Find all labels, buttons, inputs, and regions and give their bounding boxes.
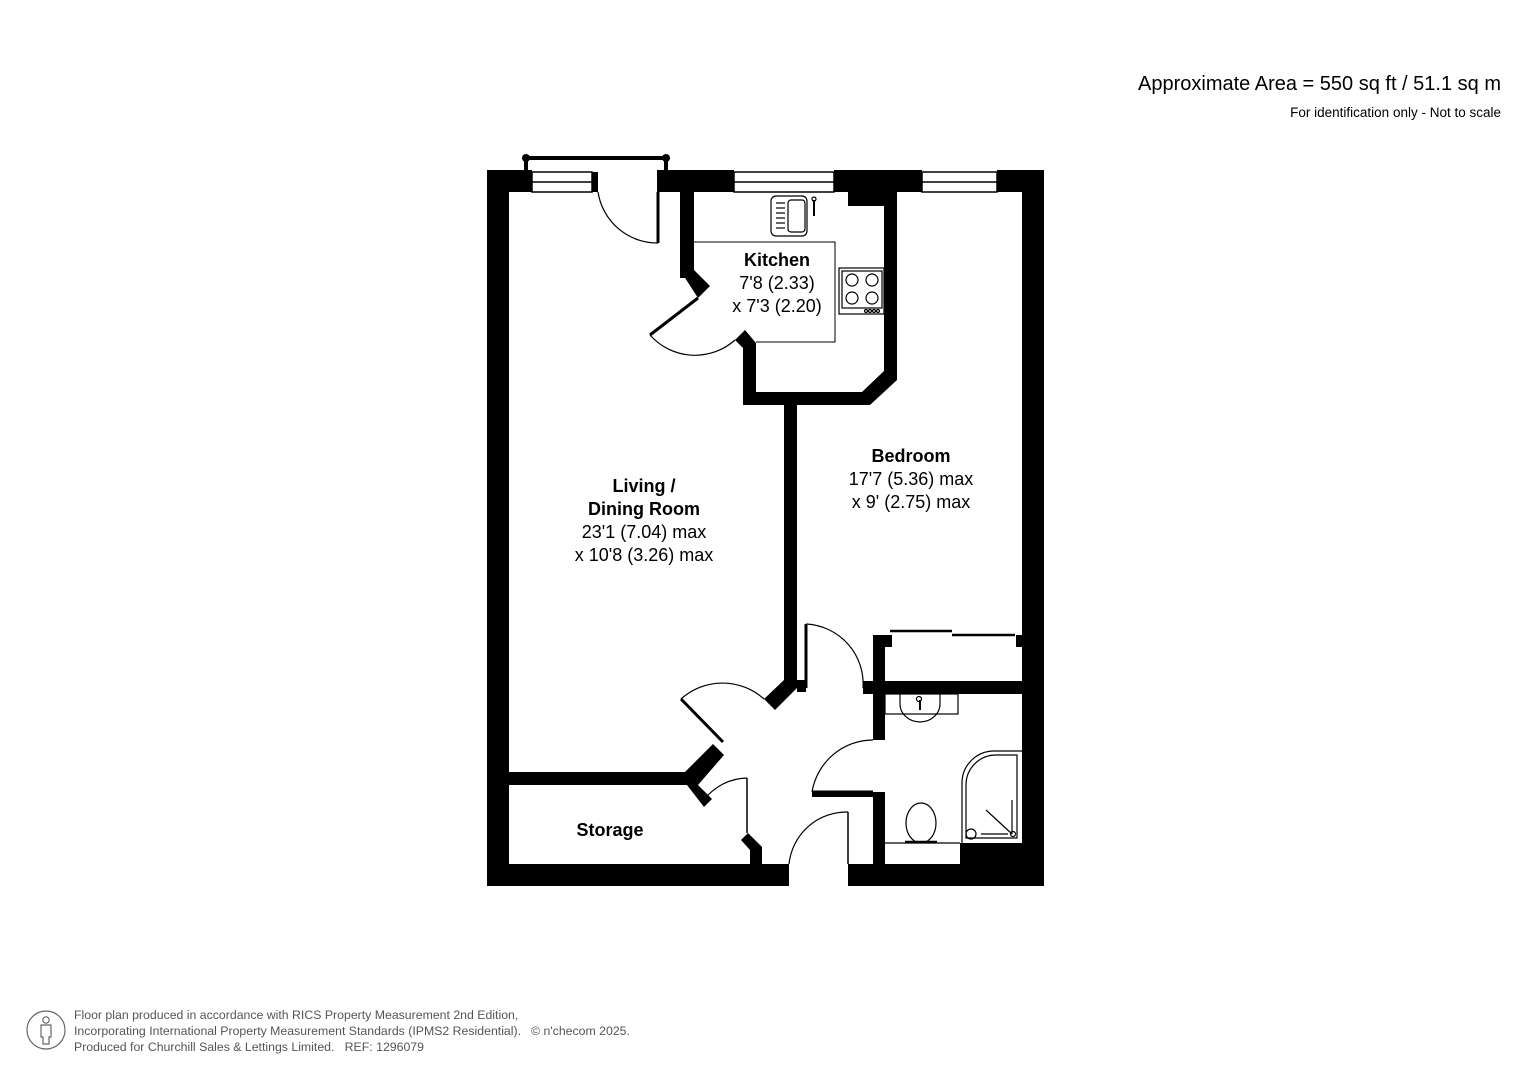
balcony-rail: [522, 154, 670, 192]
wash-basin-icon: [884, 693, 959, 723]
footer-line-1: Floor plan produced in accordance with R…: [74, 1008, 519, 1022]
room-label-storage: Storage: [576, 819, 643, 842]
footer-notes: Floor plan produced in accordance with R…: [74, 1007, 630, 1055]
room-label-living-dining: Living / Dining Room 23'1 (7.04) max x 1…: [575, 475, 714, 567]
windows: [531, 171, 998, 193]
scale-disclaimer: For identification only - Not to scale: [1290, 105, 1501, 120]
room-label-bedroom: Bedroom 17'7 (5.36) max x 9' (2.75) max: [849, 445, 974, 514]
room-dimension: 7'8 (2.33): [739, 273, 815, 293]
room-dimension: x 7'3 (2.20): [732, 296, 822, 316]
toilet-icon: [885, 802, 960, 844]
kitchen-counter: [694, 241, 836, 343]
reference-number: REF: 1296079: [344, 1040, 424, 1054]
room-dimension: 17'7 (5.36) max: [848, 469, 974, 489]
room-label-kitchen: Kitchen 7'8 (2.33) x 7'3 (2.20): [732, 249, 821, 318]
footer-line-2: Incorporating International Property Mea…: [74, 1024, 522, 1038]
room-dimension: x 10'8 (3.26) max: [574, 545, 714, 565]
kitchen-sink-icon: [770, 195, 817, 237]
person-icon: [26, 1010, 66, 1050]
copyright: © n'checom 2025.: [531, 1024, 630, 1038]
door-swings: [597, 191, 874, 865]
approximate-area-title: Approximate Area = 550 sq ft / 51.1 sq m: [1138, 73, 1501, 95]
room-name: Storage: [576, 820, 644, 840]
footer-line-3: Produced for Churchill Sales & Lettings …: [74, 1040, 335, 1054]
room-name: Bedroom: [871, 446, 951, 466]
room-dimension: x 9' (2.75) max: [851, 492, 971, 512]
room-name: Living /: [612, 476, 676, 496]
room-name: Dining Room: [588, 499, 700, 519]
wardrobe-doors: [890, 629, 1015, 637]
room-dimension: 23'1 (7.04) max: [581, 522, 707, 542]
shower-icon: [961, 750, 1022, 843]
hob-icon: [838, 267, 885, 315]
walls: [487, 170, 1044, 886]
room-name: Kitchen: [743, 250, 811, 270]
